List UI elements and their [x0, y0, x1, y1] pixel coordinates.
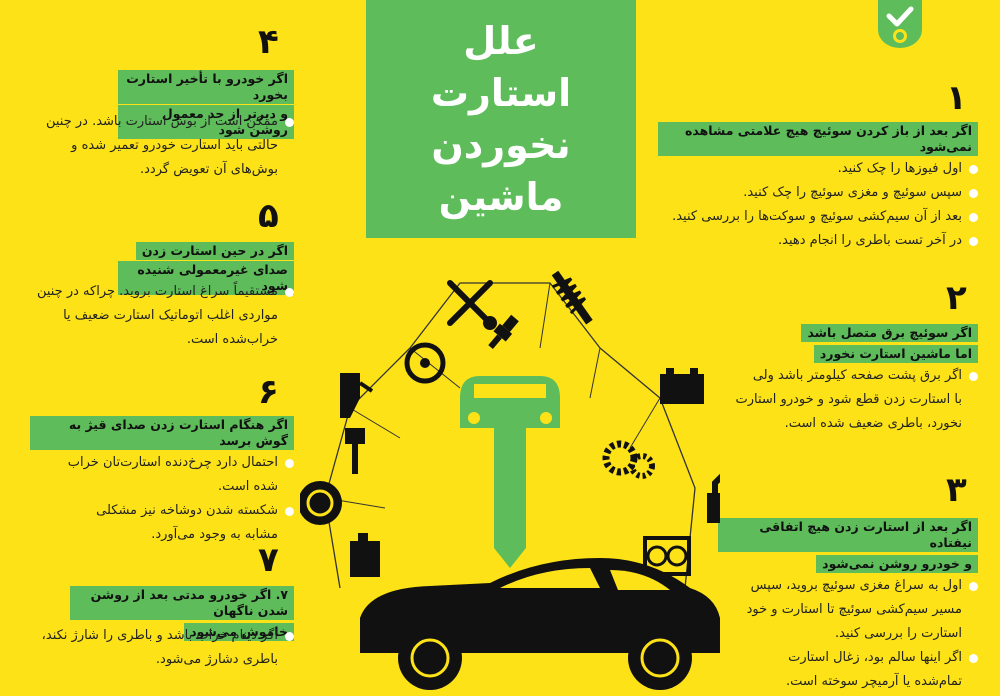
section-1-bullet-1: اول فیوزها را چک کنید.: [658, 157, 978, 181]
section-3-bullet-1: اول به سراغ مغزی سوئیچ بروید، سپس: [718, 574, 978, 598]
battery-icon: [660, 368, 704, 404]
shock-absorber-icon: [551, 270, 593, 325]
gears-icon: [602, 440, 655, 479]
car-silhouette-icon: [360, 558, 720, 690]
section-3-text-2: استارت را بررسی کنید.: [835, 626, 962, 641]
brake-disc-icon: [404, 342, 446, 384]
section-5-heading-2: صدای غیرمعمولی شنیده شود: [118, 261, 294, 295]
section-2-bullet-1: اگر برق پشت صفحه کیلومتر باشد ولی: [728, 364, 978, 388]
page-title-line2: استارت نخوردن: [430, 71, 572, 167]
car-key-icon: [460, 376, 560, 568]
section-5-heading-1: اگر در حین استارت زدن: [135, 242, 294, 260]
section-7-heading-2: خاموش می‌شود: [184, 623, 294, 641]
section-3-heading-2: و خودرو روشن نمی‌شود: [816, 555, 978, 573]
page-title-line1: علل: [463, 19, 539, 63]
section-4-heading-2: و دیرتر از حد معمول روشن شود: [118, 105, 294, 139]
section-5-body: مستقیماً سراغ استارت بروید. چراکه در چنی…: [22, 280, 294, 352]
check-badge-icon: [878, 0, 922, 48]
section-1-number: ۱: [946, 78, 967, 118]
section-6-bullet-2: شکسته شدن دوشاخه نیز مشکلی: [30, 499, 294, 523]
section-4-body: ممکن است از بوش استارت باشد. در چنین حال…: [30, 110, 294, 182]
oil-can-icon: [350, 533, 380, 577]
section-2-text-1: با استارت زدن قطع شود و خودرو استارت: [735, 392, 963, 407]
section-7-text-1: باطری دشارژ می‌شود.: [155, 652, 278, 667]
section-5-number: ۵: [258, 196, 279, 236]
section-4: اگر خودرو با تأخیر استارت بخورد و دیرتر …: [118, 70, 294, 140]
section-6-text-1: شده است.: [217, 479, 278, 494]
section-5-bullet-1: مستقیماً سراغ استارت بروید. چراکه در چنی…: [22, 280, 294, 304]
section-1-bullet-4: در آخر تست باطری را انجام دهید.: [658, 229, 978, 253]
section-1: اگر بعد از باز کردن سوئیچ هیچ علامتی مشا…: [658, 122, 978, 253]
section-5-text-1: مواردی اغلب اتوماتیک استارت ضعیف یا: [63, 308, 278, 323]
wheel-icon: [300, 481, 342, 525]
section-3-text-1: مسیر سیم‌کشی سوئیچ تا استارت و خود: [746, 602, 962, 617]
section-3: اگر بعد از استارت زدن هیچ اتفاقی نیفتاده…: [718, 518, 978, 694]
section-6: اگر هنگام استارت زدن صدای قیژ به گوش برس…: [30, 416, 294, 547]
section-3-text-3: تمام‌شده یا آرمیچر سوخته است.: [785, 674, 962, 689]
section-2: اگر سوئیچ برق متصل باشد اما ماشین استارت…: [728, 322, 978, 436]
spark-plug-icon: [488, 314, 519, 350]
section-6-heading: اگر هنگام استارت زدن صدای قیژ به گوش برس…: [30, 416, 294, 450]
section-1-bullet-3: بعد از آن سیم‌کشی سوئیچ و سوکت‌ها را برر…: [658, 205, 978, 229]
section-7-bullet-1: اگر دینام خراب باشد و باطری را شارژ نکند…: [40, 624, 294, 648]
section-4-number: ۴: [258, 22, 279, 62]
car-parts-illustration: [300, 270, 720, 690]
section-3-bullet-2: اگر اینها سالم بود، زغال استارت: [718, 646, 978, 670]
section-2-heading-1: اگر سوئیچ برق متصل باشد: [801, 324, 978, 342]
wrench-screwdriver-icon: [447, 280, 497, 330]
section-6-text-2: مشابه به وجود می‌آورد.: [151, 527, 278, 542]
section-7-number: ۷: [258, 540, 279, 580]
section-7-body: اگر دینام خراب باشد و باطری را شارژ نکند…: [40, 624, 294, 672]
section-2-number: ۲: [946, 278, 967, 318]
section-3-number: ۳: [946, 470, 967, 510]
page-title-line3: ماشین: [438, 175, 564, 219]
section-6-bullet-1: احتمال دارد چرخ‌دنده استارت‌تان خراب: [30, 451, 294, 475]
section-5-text-2: خراب‌شده است.: [186, 332, 278, 347]
section-6-number: ۶: [258, 372, 279, 412]
title-box: علل استارت نخوردن ماشین: [366, 0, 636, 238]
section-1-heading: اگر بعد از باز کردن سوئیچ هیچ علامتی مشا…: [658, 122, 978, 156]
section-5: اگر در حین استارت زدن صدای غیرمعمولی شنی…: [118, 240, 294, 296]
section-2-heading-2: اما ماشین استارت نخورد: [813, 345, 978, 363]
fuel-nozzle-icon: [340, 373, 374, 418]
section-4-text-2: بوش‌های آن تعویض گردد.: [140, 162, 278, 177]
section-1-bullet-2: سپس سوئیچ و مغزی سوئیچ را چک کنید.: [658, 181, 978, 205]
section-4-heading-1: اگر خودرو با تأخیر استارت بخورد: [118, 70, 294, 104]
section-7-heading-1: ۷. اگر خودرو مدتی بعد از روشن شدن ناگهان: [70, 586, 294, 620]
section-2-text-2: نخورد، باطری ضعیف شده است.: [784, 416, 962, 431]
section-7: ۷. اگر خودرو مدتی بعد از روشن شدن ناگهان…: [70, 586, 294, 642]
section-4-bullet-1: ممکن است از بوش استارت باشد. در چنین: [30, 110, 294, 134]
section-4-text-1: حالتی باید استارت خودرو تعمیر شده و: [71, 138, 278, 153]
exhaust-icon: [707, 473, 720, 523]
section-3-heading-1: اگر بعد از استارت زدن هیچ اتفاقی نیفتاده: [718, 518, 978, 552]
piston-icon: [345, 428, 365, 474]
